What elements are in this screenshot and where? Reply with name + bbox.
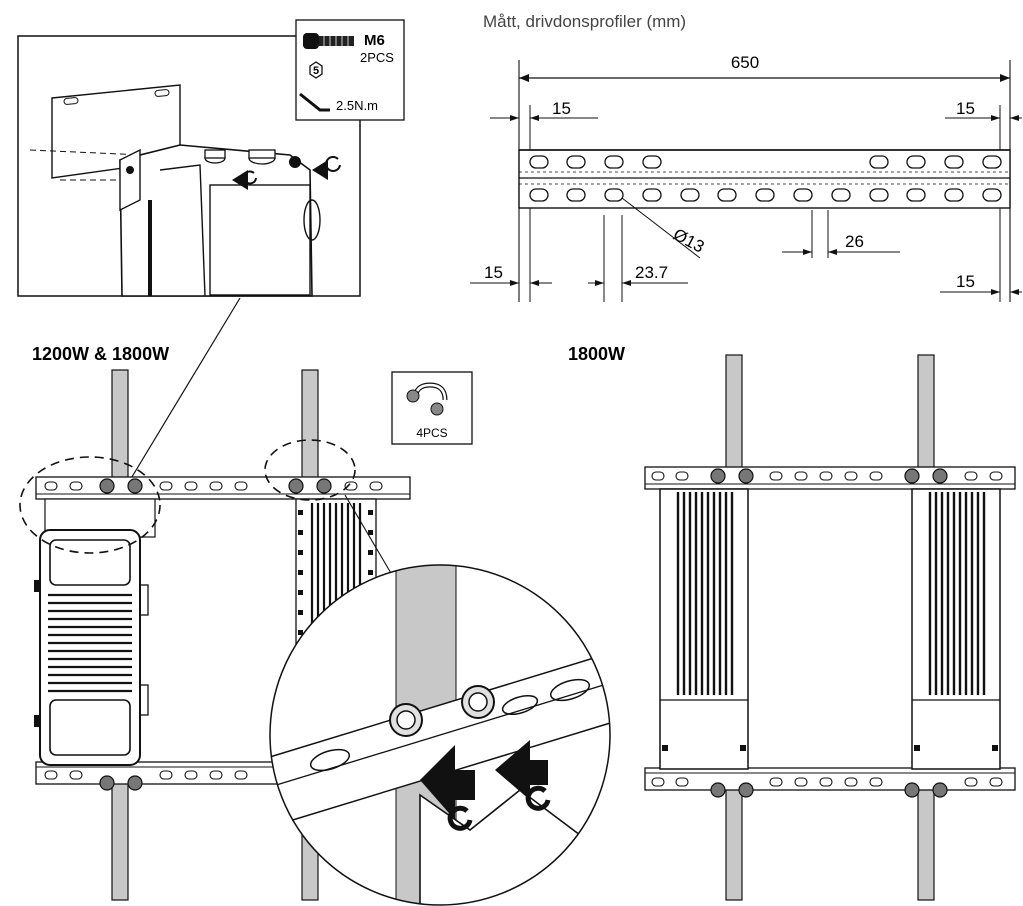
- rail-top-right: [644, 466, 1016, 490]
- dim-hole-diameter: Ø13: [670, 225, 707, 257]
- hex-key-size-icon: [309, 61, 323, 79]
- dim-length: 650: [731, 53, 759, 72]
- right-mounting-assembly: [644, 354, 1016, 901]
- hex-key-icon: [299, 92, 330, 112]
- heat-sink-unit-a: [659, 488, 749, 770]
- left-variant-title: 1200W & 1800W: [32, 344, 169, 364]
- torque-value: 2.5N.m: [336, 98, 378, 113]
- detail-leader-line: [117, 297, 241, 501]
- rail-bottom-right: [644, 767, 1016, 798]
- dim-end-left-bottom: 15: [484, 263, 503, 282]
- dim-end-right-top: 15: [956, 99, 975, 118]
- zoom-detail-circle: [269, 564, 611, 906]
- highlight-ellipse-2: [264, 439, 356, 501]
- screw-qty: 2PCS: [360, 50, 394, 65]
- dim-slot-offset: 23.7: [635, 263, 668, 282]
- screw-spec: M6: [364, 32, 385, 49]
- right-variant-title: 1800W: [568, 344, 625, 364]
- key-size: 5: [313, 65, 319, 77]
- profile-title: Mått, drivdonsprofiler (mm): [483, 12, 686, 31]
- arrow-icon: [495, 740, 548, 800]
- dim-end-right-bottom: 15: [956, 272, 975, 291]
- inverter-unit: [34, 529, 149, 766]
- parts-box: [295, 19, 405, 121]
- dim-end-left-top: 15: [552, 99, 571, 118]
- ubolt-qty: 4PCS: [416, 426, 447, 440]
- dim-slot-pitch: 26: [845, 232, 864, 251]
- rail-top-left: [35, 476, 411, 500]
- arrow-icon: [420, 745, 475, 820]
- ubolt-box: [391, 371, 473, 445]
- profile-dimension-drawing: [470, 60, 1022, 302]
- heat-sink-unit-b: [911, 488, 1001, 770]
- rotate-icon: [525, 785, 551, 811]
- rotate-icon: [447, 805, 473, 831]
- highlight-ellipse-1: [19, 456, 161, 554]
